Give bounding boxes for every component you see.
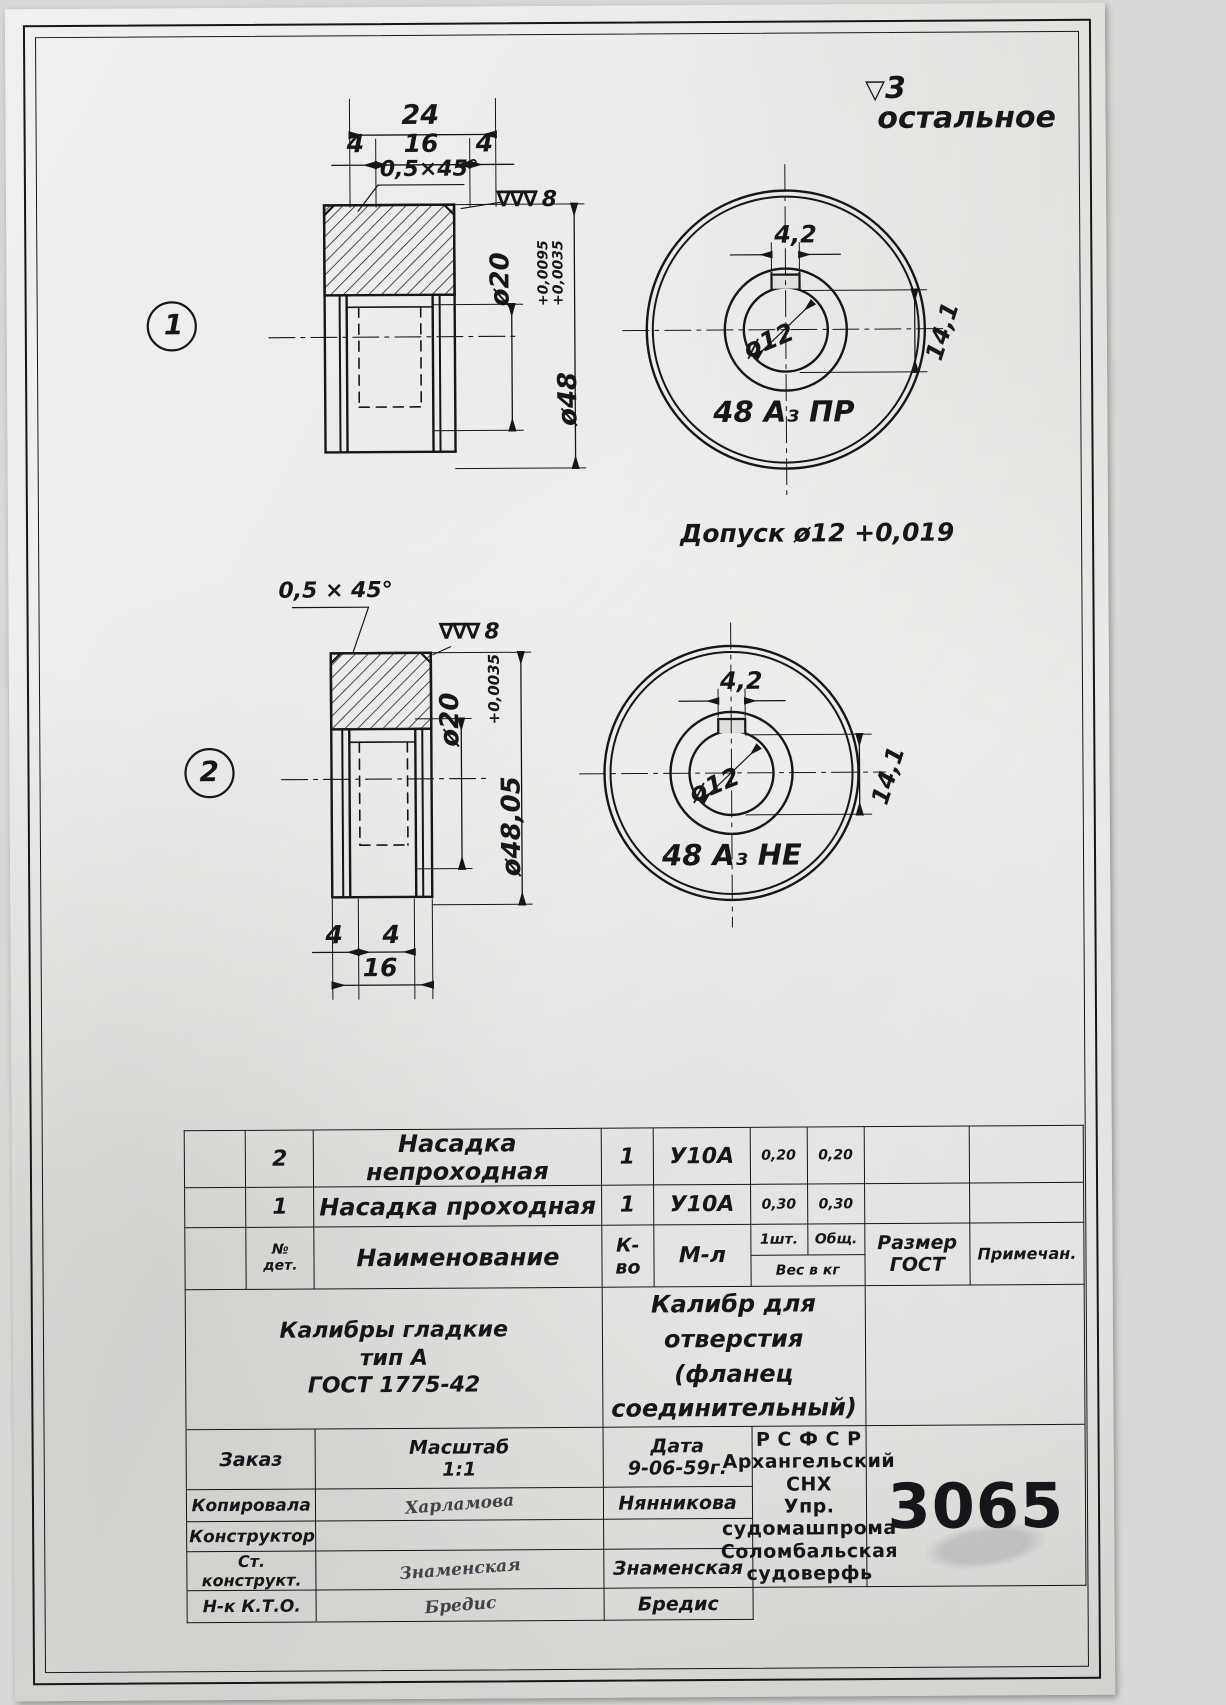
view1-dim-middle: 16: [403, 128, 439, 158]
meta-row: Заказ Масштаб 1:1 Дата 9-06-59г. Р С Ф С: [186, 1424, 1086, 1588]
role-label-0: Копировала: [186, 1489, 316, 1522]
tolerance-note: Допуск ø12 +0,019: [679, 517, 955, 549]
title-block: 2 Насадка непроходная 1 У10А 0,20 0,20 1…: [184, 1125, 1087, 1623]
org-line-1: Р С Ф С Р: [755, 1427, 862, 1451]
signature-row: Н-к К.Т.О. Бредис Бредис: [187, 1585, 1086, 1623]
view1-gauge-label: 48 А₃ ПР: [713, 394, 855, 430]
hdr-pos: № дет.: [246, 1227, 315, 1290]
surface-finish-note: ▽3 остальное: [823, 43, 1056, 164]
row1-weight-one: 0,30: [750, 1183, 808, 1225]
row1-material: У10А: [653, 1184, 751, 1225]
row1-pos: 1: [245, 1187, 315, 1228]
row2-remark: [969, 1125, 1084, 1184]
order-label: Заказ: [186, 1429, 316, 1490]
view2-dim-bore: ø20: [435, 692, 466, 747]
view1-dim-total-length: 24: [401, 99, 440, 131]
sig-row-blank-b: [810, 1587, 867, 1619]
hdr-qty: К-во: [601, 1224, 655, 1288]
role-signature-1-cell: [315, 1519, 604, 1552]
row1-cell-blank: [184, 1187, 247, 1228]
row2-qty: 1: [600, 1127, 654, 1186]
object-title: Калибр для отверстия (фланец соединитель…: [601, 1285, 866, 1428]
title-block-table: 2 Насадка непроходная 1 У10А 0,20 0,20 1…: [184, 1125, 1087, 1624]
view2-dim-middle: 16: [362, 952, 398, 983]
role-signature-3: Бредис: [423, 1592, 497, 1619]
role-signature-2: Знаменская: [398, 1555, 522, 1585]
org-line-5: судоверфь: [746, 1562, 873, 1586]
sig-row-blank-a: [753, 1587, 810, 1619]
view2-gauge-label: 48 А₃ НЕ: [661, 837, 802, 873]
role-name-3: Бредис: [603, 1587, 753, 1621]
view1-dim-outer: ø48: [553, 371, 584, 427]
table-row: 2 Насадка непроходная 1 У10А 0,20 0,20: [184, 1125, 1084, 1188]
drawing-geometry: [5, 3, 1115, 1702]
hdr-weight-total: Общ.: [814, 1231, 858, 1248]
view1-dim-right-step: 4: [475, 128, 494, 158]
hdr-weight-one: 1шт.: [750, 1224, 809, 1255]
row2-material: У10А: [653, 1127, 751, 1185]
view2-dim-right-step: 4: [382, 919, 400, 950]
view1-dim-left-step: 4: [346, 129, 365, 159]
view1-balloon-label: 1: [163, 308, 184, 342]
row1-name: Насадка проходная: [313, 1185, 602, 1228]
role-signature-0-cell: Харламова: [315, 1487, 604, 1522]
row2-cell-blank: [184, 1130, 246, 1188]
role-signature-2-cell: Знаменская: [316, 1549, 604, 1591]
standard-block: Калибры гладкие тип А ГОСТ 1775-42: [185, 1287, 603, 1430]
row1-remark: [969, 1182, 1084, 1224]
role-label-1: Конструктор: [186, 1521, 317, 1552]
scale-value: 1:1: [442, 1458, 477, 1481]
drawing-number-cell: 3065: [865, 1424, 1086, 1587]
drawing-number: 3065: [887, 1468, 1065, 1543]
view1-dim-outer-tol-upper: +0,0095: [535, 240, 552, 307]
view1-dim-outer-tol-lower: +0,0035: [550, 240, 567, 307]
view1-finish-mark: ∇∇∇ 8: [495, 187, 556, 213]
role-label-2: Ст. конструкт.: [186, 1551, 317, 1591]
view1-dim-slot-width: 4,2: [774, 220, 817, 249]
row2-pos: 2: [245, 1130, 314, 1188]
role-label-3: Н-к К.Т.О.: [187, 1590, 317, 1623]
hdr-cell-blank: [184, 1227, 247, 1290]
hdr-weight-units: Вес в кг: [775, 1262, 840, 1279]
hdr-material: М-л: [653, 1224, 751, 1287]
role-signature-0: Харламова: [404, 1490, 515, 1519]
table-header-row: № дет. Наименование К-во М-л 1шт. Общ. В…: [184, 1222, 1085, 1290]
row1-weight-total: 0,30: [807, 1183, 865, 1224]
row2-weight-total: 0,20: [806, 1126, 865, 1184]
hdr-remark: Примечан.: [969, 1222, 1085, 1286]
surface-word: остальное: [877, 99, 1057, 137]
geometry-svg: [146, 97, 950, 1000]
row1-size-gost: [864, 1183, 970, 1224]
row2-weight-one: 0,20: [749, 1126, 808, 1185]
row2-size-gost: [863, 1126, 970, 1184]
title-row-blank: [864, 1284, 1086, 1426]
view2-dim-outer: ø48,05: [496, 776, 528, 877]
scale-label: Масштаб: [408, 1436, 510, 1459]
hdr-size-gost: Размер ГОСТ: [864, 1223, 971, 1286]
view2-dim-outer-tol: +0,0035: [484, 653, 504, 725]
view1-dim-bore: ø20: [485, 252, 516, 307]
row1-qty: 1: [601, 1184, 654, 1226]
view2-finish-mark: ∇∇∇ 8: [438, 619, 498, 645]
table-row: 1 Насадка проходная 1 У10А 0,30 0,30: [184, 1182, 1084, 1228]
organization-cell: Р С Ф С Р Архангельский СНХ Упр. судомаш…: [721, 1425, 898, 1588]
view2-dim-left-step: 4: [325, 920, 343, 950]
drawing-sheet: ▽3 остальное 1 24 4 16 4 0,5×45° ∇∇∇ 8 ø…: [4, 2, 1116, 1702]
view2-chamfer-label: 0,5 × 45°: [278, 578, 393, 604]
row2-name: Насадка непроходная: [313, 1128, 602, 1188]
hdr-name: Наименование: [314, 1225, 602, 1290]
title-row: Калибры гладкие тип А ГОСТ 1775-42 Калиб…: [185, 1284, 1086, 1430]
scale-cell: Масштаб 1:1: [315, 1427, 603, 1490]
hdr-weight-group: 1шт. Общ. Вес в кг: [750, 1223, 865, 1287]
view1-chamfer-label: 0,5×45°: [379, 156, 479, 183]
view2-dim-slot-width: 4,2: [719, 666, 763, 696]
role-signature-3-cell: Бредис: [316, 1588, 604, 1623]
view2-balloon-label: 2: [199, 755, 220, 789]
